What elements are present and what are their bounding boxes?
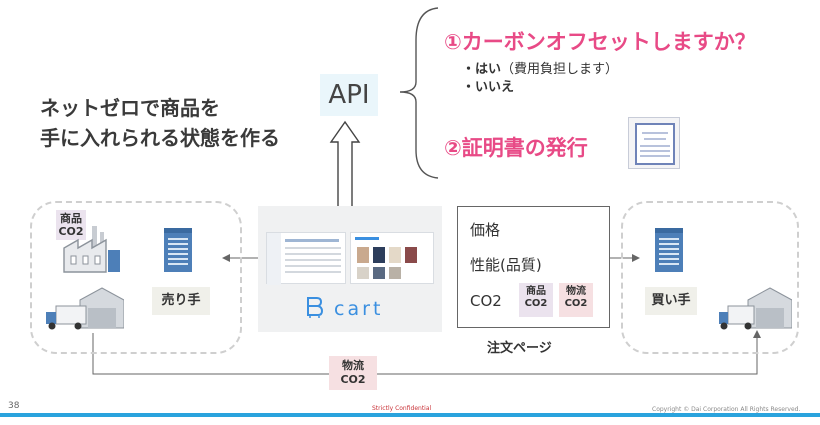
logistics-co2-tag: 物流 CO2 bbox=[559, 283, 593, 317]
option-yes: ・はい（費用負担します） bbox=[462, 60, 618, 80]
bcart-logo-text: cart bbox=[334, 298, 384, 320]
order-page-box: 価格 性能(品質) CO2 商品 CO2 物流 CO2 bbox=[457, 206, 610, 328]
seller-co2-tag: 商品 CO2 bbox=[56, 210, 86, 240]
logistics-flow-tag: 物流 CO2 bbox=[329, 356, 377, 390]
flow-tag-line-2: CO2 bbox=[340, 373, 366, 386]
order-price: 価格 bbox=[470, 221, 501, 239]
headline: ネットゼロで商品を 手に入れられる状態を作る bbox=[40, 93, 280, 153]
flow-tag-line-1: 物流 bbox=[342, 359, 364, 372]
certificate-issuance: ②証明書の発行 bbox=[444, 136, 588, 160]
option-yes-label: ・はい bbox=[462, 62, 502, 77]
certificate-icon bbox=[628, 117, 680, 169]
logistics-co2-tag-line-2: CO2 bbox=[564, 298, 588, 309]
warehouse-truck-icon bbox=[46, 287, 124, 330]
certificate-frame bbox=[635, 123, 675, 165]
buyer-label: 買い手 bbox=[645, 287, 697, 315]
bcart-logo: cart bbox=[305, 296, 383, 320]
headline-line-1: ネットゼロで商品を bbox=[40, 96, 220, 120]
product-co2-tag-line-1: 商品 bbox=[526, 286, 546, 297]
building-icon bbox=[164, 228, 192, 272]
seller-label: 売り手 bbox=[152, 287, 210, 315]
seller-tag-line-2: CO2 bbox=[58, 225, 84, 238]
cart-screenshot-panel bbox=[258, 206, 442, 332]
buyer-building-icon bbox=[655, 228, 683, 272]
buyer-warehouse-truck-icon bbox=[719, 287, 792, 330]
carbon-offset-question: ①カーボンオフセットしますか？ bbox=[444, 30, 756, 54]
seller-tag-line-1: 商品 bbox=[60, 212, 82, 225]
cart-shop-screenshot bbox=[350, 232, 434, 284]
product-co2-tag-line-2: CO2 bbox=[524, 298, 548, 309]
order-performance: 性能(品質) bbox=[470, 256, 542, 274]
page-number: 38 bbox=[8, 401, 20, 411]
order-page-caption: 注文ページ bbox=[487, 341, 552, 356]
option-yes-note: （費用負担します） bbox=[501, 62, 619, 77]
seller-zone bbox=[30, 201, 242, 354]
order-co2: CO2 bbox=[470, 292, 502, 310]
api-box: API bbox=[320, 74, 378, 116]
footer-bar bbox=[0, 413, 820, 417]
confidential-label: Strictly Confidential bbox=[372, 405, 432, 412]
buyer-zone bbox=[621, 201, 799, 354]
headline-line-2: 手に入れられる状態を作る bbox=[40, 126, 280, 150]
bcart-logo-mark bbox=[307, 297, 324, 318]
copyright: Copyright © Dai Corporation All Rights R… bbox=[652, 406, 801, 413]
option-no-label: ・いいえ bbox=[462, 80, 515, 95]
logistics-co2-tag-line-1: 物流 bbox=[566, 286, 586, 297]
product-co2-tag: 商品 CO2 bbox=[519, 283, 553, 317]
cart-admin-screenshot bbox=[266, 232, 346, 285]
factory-icon bbox=[63, 226, 120, 273]
option-no: ・いいえ bbox=[462, 78, 514, 98]
brace bbox=[399, 7, 439, 179]
